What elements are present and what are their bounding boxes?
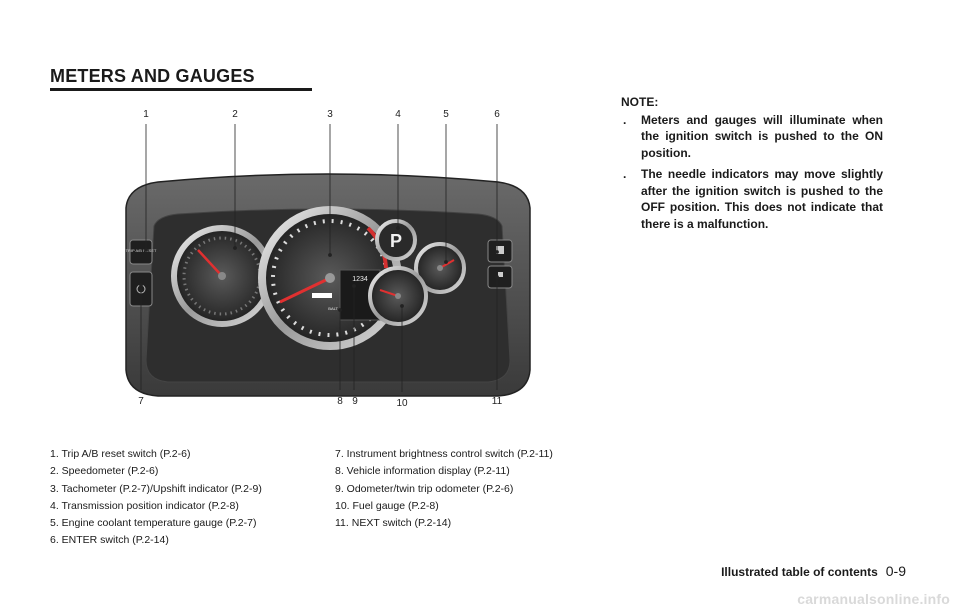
note-text: The needle indicators may move slightly … [641,167,883,231]
callout-11: 11 [491,396,503,407]
callout-4: 4 [395,109,401,120]
callout-9: 9 [352,396,358,407]
note-heading: NOTE: [621,95,659,109]
legend-item: 2. Speedometer (P.2-6) [50,465,159,478]
callout-3: 3 [327,109,333,120]
callout-7: 7 [138,396,144,407]
callout-6: 6 [494,109,500,120]
page-number: 0-9 [885,563,906,579]
odometer-readout: 1234 [352,276,368,283]
legend-item: 9. Odometer/twin trip odometer (P.2-6) [335,482,514,495]
trip-reset-switch [129,239,153,265]
transmission-position-indicator [375,219,417,261]
legend-list-left: 1. Trip A/B reset switch (P.2-6) 2. Spee… [50,446,262,550]
cluster-illustration: TRIP A/B RESET 1234 BALT P [125,124,531,397]
callout-8: 8 [337,396,343,407]
legend-item: 1. Trip A/B reset switch (P.2-6) [50,448,191,460]
display-label: BALT [328,306,338,311]
legend-item: 7. Instrument brightness control switch … [335,448,553,460]
title-rule [50,88,312,91]
note-item: . Meters and gauges will illuminate when… [621,112,883,162]
watermark: carmanualsonline.info [797,591,950,607]
legend-item: 6. ENTER switch (P.2-14) [50,534,169,547]
footer-section-title: Illustrated table of contents [721,565,878,579]
note-bullet: . [623,112,627,127]
note-bullet: . [623,167,627,181]
callout-5: 5 [443,109,449,120]
legend-item: 10. Fuel gauge (P.2-8) [335,499,439,512]
note-block: NOTE: . Meters and gauges will illuminat… [621,94,883,237]
trip-reset-switch-label: TRIP A/B RESET [126,248,157,253]
callout-10: 10 [396,398,408,409]
leader-lines [139,124,499,392]
legend-item: 8. Vehicle information display (P.2-11) [335,465,510,478]
note-item: . The needle indicators may move slightl… [621,166,883,232]
callout-2: 2 [232,109,238,120]
legend-item: 4. Transmission position indicator (P.2-… [50,499,239,512]
legend-item: 11. NEXT switch (P.2-14) [335,517,452,530]
legend-list-right: 7. Instrument brightness control switch … [335,446,553,532]
note-text: Meters and gauges will illuminate when t… [641,112,883,160]
legend-item: 5. Engine coolant temperature gauge (P.2… [50,517,257,530]
callout-1: 1 [143,109,149,120]
transmission-position-letter: P [390,231,402,251]
instrument-cluster-figure: TRIP A/B RESET 1234 BALT P [118,100,538,420]
page-footer: Illustrated table of contents 0-9 [721,563,906,579]
legend-item: 3. Tachometer (P.2-7)/Upshift indicator … [50,482,262,495]
section-title: METERS AND GAUGES [50,66,255,86]
